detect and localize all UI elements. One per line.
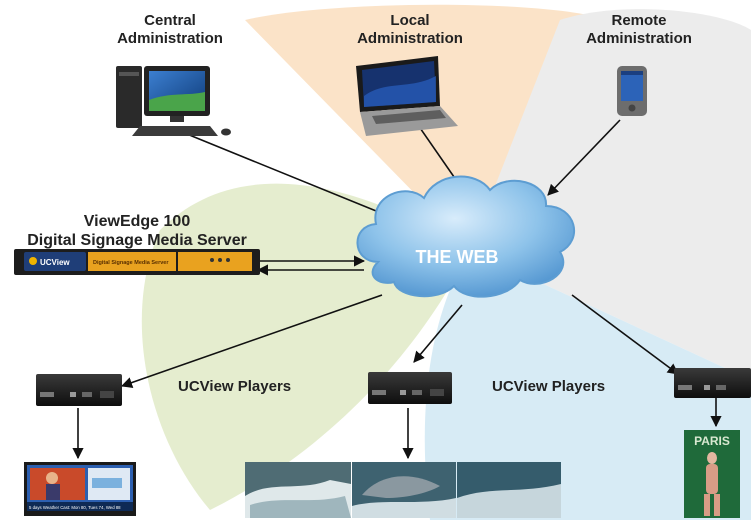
central-admin-line1: Central [144, 12, 196, 29]
server-brand: UCView [40, 258, 70, 267]
media-player-box-icon [36, 374, 122, 406]
signage-screen-news [24, 462, 136, 516]
server-title: ViewEdge 100 Digital Signage Media Serve… [6, 212, 268, 250]
local-admin-line2: Administration [357, 30, 463, 47]
signage-video-wall [245, 462, 561, 518]
local-admin-line1: Local [390, 12, 430, 29]
server-panel-text: Digital Signage Media Server [93, 260, 169, 266]
desktop-computer-icon [116, 66, 231, 136]
arrow-remote-to-web [547, 119, 621, 196]
central-admin-label: Central Administration [100, 12, 240, 48]
pda-icon [617, 66, 647, 116]
arrow-web-to-player-left [120, 294, 383, 388]
blue-region [424, 250, 751, 520]
remote-admin-label: Remote Administration [574, 12, 704, 48]
arrow-central-to-web [181, 131, 410, 226]
gray-region [470, 9, 751, 381]
remote-admin-line1: Remote [611, 12, 667, 29]
players-label-right: UCView Players [492, 378, 606, 395]
connectors [72, 119, 722, 460]
cloud-icon [356, 175, 576, 298]
local-admin-label: Local Administration [340, 12, 480, 48]
rack-server-icon [14, 249, 260, 275]
media-player-box-icon [674, 368, 751, 398]
signage-poster [684, 430, 740, 518]
arrow-web-to-player-middle [413, 304, 463, 363]
media-player-box-icon [368, 372, 452, 404]
cloud-label: THE WEB [416, 247, 499, 267]
arrow-web-to-player-right [571, 294, 679, 375]
server-title-line2: Digital Signage Media Server [27, 232, 247, 249]
weather-ticker: 5 days Weather Cast: Mon 80, Tues 74, We… [29, 505, 121, 510]
server-title-line1: ViewEdge 100 [83, 213, 191, 230]
remote-admin-line2: Administration [586, 30, 692, 47]
laptop-icon [356, 56, 458, 136]
poster-title: PARIS [694, 434, 730, 448]
players-label-left: UCView Players [178, 378, 292, 395]
central-admin-line2: Administration [117, 30, 223, 47]
